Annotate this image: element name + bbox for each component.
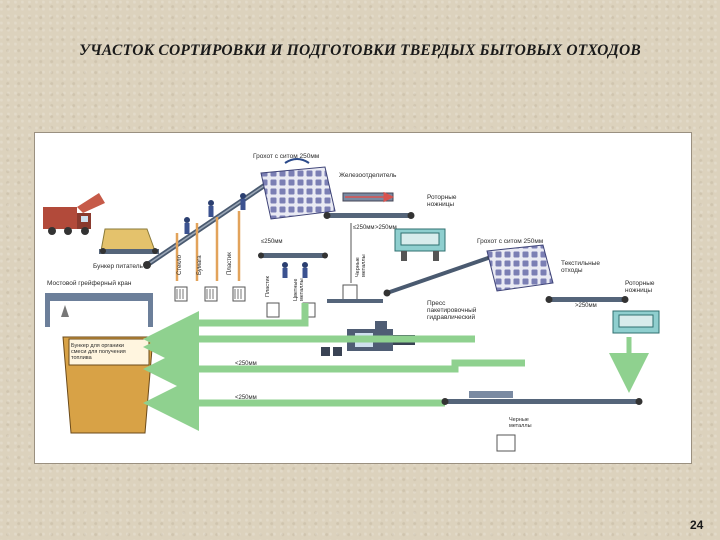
label-le250-2: ≤250мм bbox=[261, 239, 283, 245]
bridge-crane bbox=[45, 293, 153, 327]
label-le250-1: ≤250мм bbox=[353, 225, 375, 231]
magnetic-separator bbox=[342, 191, 394, 203]
conveyor-picking-2 bbox=[258, 252, 328, 259]
collection-bin-icon bbox=[342, 284, 358, 302]
label-screen-1: Грохот с ситом 250мм bbox=[253, 153, 320, 160]
rotary-shears-2 bbox=[612, 310, 660, 334]
label-nonferrous: Цветныеметаллы bbox=[293, 278, 305, 301]
organic-bunker bbox=[62, 336, 154, 434]
rotation-arrow bbox=[284, 158, 310, 164]
rotary-shears-1 bbox=[394, 228, 446, 261]
page-number: 24 bbox=[690, 518, 704, 532]
collection-bin-icon bbox=[496, 434, 516, 452]
label-paper: Бумага bbox=[197, 255, 203, 275]
bunker-feeder bbox=[99, 228, 159, 254]
process-flow-diagram: Бункер питатель Стекло Бумага Пластик Гр… bbox=[43, 153, 660, 452]
label-lt250-b: <250мм bbox=[235, 395, 257, 401]
inclined-conveyor-1 bbox=[143, 177, 275, 269]
label-plastic-2: Пластик bbox=[265, 275, 271, 297]
worker-icon bbox=[184, 193, 246, 234]
label-screen-2: Грохот с ситом 250мм bbox=[477, 238, 544, 245]
conveyor-press bbox=[327, 299, 383, 303]
label-glass: Стекло bbox=[177, 254, 183, 275]
sorting-drop-arrows bbox=[175, 211, 241, 281]
garbage-truck-icon bbox=[43, 193, 105, 235]
label-gt250-2: >250мм bbox=[575, 303, 597, 309]
label-crane: Мостовой грейферный кран bbox=[47, 279, 132, 287]
process-diagram-panel: Бункер питатель Стекло Бумага Пластик Гр… bbox=[34, 132, 692, 464]
conveyor-screen-2 bbox=[545, 296, 629, 303]
conveyor-magnet bbox=[323, 212, 415, 219]
label-magnet: Железоотделитель bbox=[339, 172, 397, 179]
conveyor-bottom bbox=[441, 391, 643, 405]
drum-screen-2 bbox=[486, 244, 554, 292]
flow-arrows bbox=[143, 303, 649, 431]
bale-icon bbox=[321, 347, 342, 356]
collection-bin-icon bbox=[174, 286, 246, 302]
label-lt250-a: <250мм bbox=[235, 361, 257, 367]
label-bunker-feeder: Бункер питатель bbox=[93, 263, 144, 270]
label-plastic: Пластик bbox=[227, 252, 233, 275]
worker-icon bbox=[282, 262, 308, 278]
drum-screen-1 bbox=[260, 166, 336, 220]
page-title: УЧАСТОК СОРТИРОВКИ И ПОДГОТОВКИ ТВЕРДЫХ … bbox=[79, 42, 641, 59]
label-ferrous-1: Черныеметаллы bbox=[355, 254, 367, 277]
label-gt250-1: >250мм bbox=[375, 225, 397, 231]
